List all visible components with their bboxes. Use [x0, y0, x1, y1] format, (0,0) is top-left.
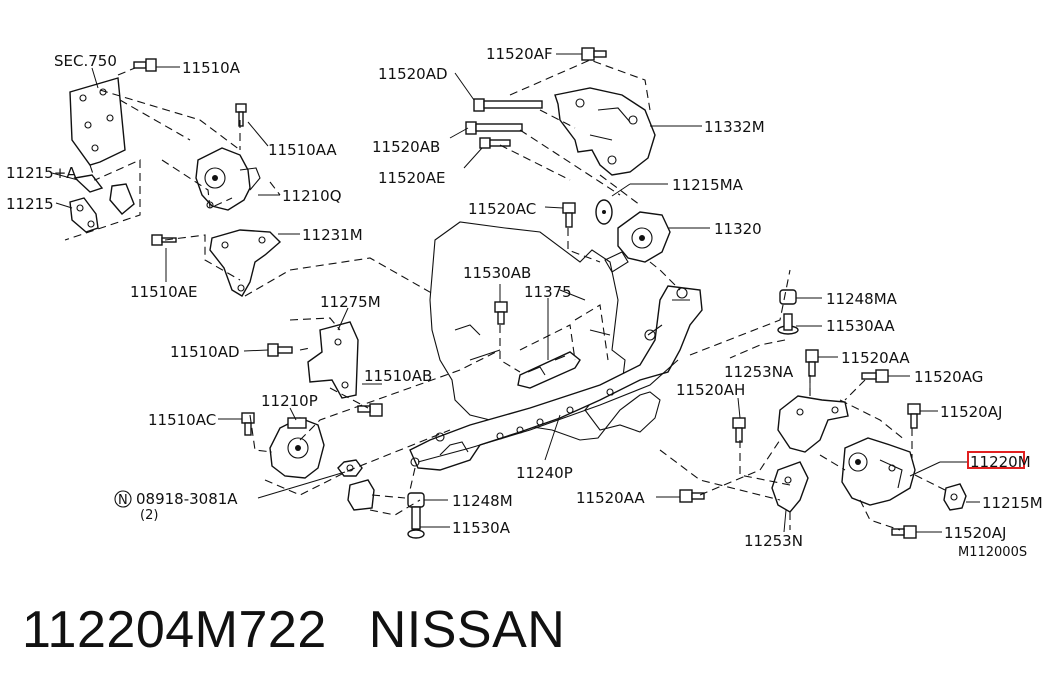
bolt-11520ad [473, 98, 543, 112]
washer-11215ma [595, 199, 613, 225]
bolt-11510ac [241, 412, 255, 436]
nut-11248m [407, 492, 425, 508]
bracket-11253n [771, 461, 809, 513]
label-11520af: 11520AF [486, 45, 553, 63]
bolt-11520aj-top [907, 403, 921, 429]
bracket-11275m [307, 321, 359, 399]
label-11520ad: 11520AD [378, 65, 448, 83]
label-11210q: 11210Q [282, 187, 342, 205]
bolt-11520aj-bottom [891, 525, 917, 539]
label-11253n: 11253N [744, 532, 803, 550]
label-11530aa: 11530AA [826, 317, 895, 335]
footer-brand: NISSAN [368, 601, 566, 659]
stopper-11215 [69, 197, 99, 233]
engine-mount-11210p [269, 417, 325, 479]
assembly-dashed-lines [64, 59, 946, 531]
bolt-11520ae [479, 137, 511, 149]
engine-mount-11320 [604, 211, 671, 273]
label-11510ae: 11510AE [130, 283, 197, 301]
bracket-11375 [517, 351, 581, 389]
bolt-11520aa-bottom [679, 489, 705, 503]
bolt-11520af [581, 47, 607, 61]
bolt-11510ab [357, 403, 383, 417]
label-11520ac: 11520AC [468, 200, 536, 218]
bolt-11520ac [562, 202, 576, 228]
label-nut-symbol: N [118, 493, 128, 508]
label-11215-a: 11215+A [6, 164, 77, 182]
crossmember-11240p [409, 285, 703, 471]
sec750-bracket [69, 77, 126, 166]
label-11248m: 11248M [452, 492, 513, 510]
label-11231m: 11231M [302, 226, 363, 244]
label-11375: 11375 [524, 283, 572, 301]
label-11210p: 11210P [261, 392, 318, 410]
bolt-11530aa [777, 313, 799, 335]
bolt-11520aa-top [805, 349, 819, 377]
label-11510ab: 11510AB [364, 367, 432, 385]
stopper-11215m [943, 483, 967, 511]
label-11248ma: 11248MA [826, 290, 898, 308]
engine-block-outline [429, 221, 661, 441]
label-11332m: 11332M [704, 118, 765, 136]
label-11220m: 11220M [970, 453, 1031, 471]
label-11320: 11320 [714, 220, 762, 238]
label-11253na: 11253NA [724, 363, 794, 381]
part-labels: SEC.750 11510A 11510AA 11215+A 11215 112… [6, 45, 1043, 560]
label-11275m: 11275M [320, 293, 381, 311]
engine-mount-11210q [195, 147, 261, 211]
footer-part-number: 112204M722 [22, 601, 327, 659]
label-11510a: 11510A [182, 59, 241, 77]
label-11520aa-bottom: 11520AA [576, 489, 645, 507]
bolt-11520ag [861, 369, 889, 383]
label-08918-3081a: 08918-3081A [136, 490, 238, 508]
part-number-footer: 112204M722 NISSAN [22, 600, 565, 660]
label-11215: 11215 [6, 195, 54, 213]
nut-11248ma [779, 289, 797, 305]
label-11520ag: 11520AG [914, 368, 983, 386]
label-11520ae: 11520AE [378, 169, 445, 187]
engine-mount-11220m [841, 437, 916, 506]
bolt-11520ah [732, 417, 746, 443]
label-11520ab: 11520AB [372, 138, 440, 156]
bracket-11332m [554, 87, 656, 176]
label-11215ma: 11215MA [672, 176, 744, 194]
bracket-11231m [209, 229, 282, 297]
bracket-11253na [777, 395, 849, 453]
bolt-11520ab [465, 121, 523, 135]
bolt-11530ab [494, 301, 508, 325]
leader-lines [51, 53, 980, 533]
label-11530a: 11530A [452, 519, 511, 537]
label-nut-qty: (2) [140, 508, 158, 523]
label-11520aa-top: 11520AA [841, 349, 910, 367]
label-diagram-code: M112000S [958, 545, 1027, 560]
label-11520aj-top: 11520AJ [940, 403, 1002, 421]
label-11240p: 11240P [516, 464, 573, 482]
label-11510ad: 11510AD [170, 343, 240, 361]
bolt-11530a [407, 506, 425, 539]
bolt-11510a [133, 58, 157, 72]
label-11510aa: 11510AA [268, 141, 337, 159]
bolt-11510ae [151, 234, 177, 246]
label-sec750: SEC.750 [54, 52, 117, 70]
bolt-11510aa [235, 103, 247, 127]
bolt-11510ad [267, 343, 293, 357]
label-11520ah: 11520AH [676, 381, 745, 399]
highlight-box-11220m [967, 451, 1025, 469]
label-11510ac: 11510AC [148, 411, 216, 429]
label-11520aj-bottom: 11520AJ [944, 524, 1006, 542]
label-11215m: 11215M [982, 494, 1043, 512]
stopper-block [347, 479, 375, 511]
label-11530ab: 11530AB [463, 264, 531, 282]
nut-symbol-circle [114, 490, 132, 508]
